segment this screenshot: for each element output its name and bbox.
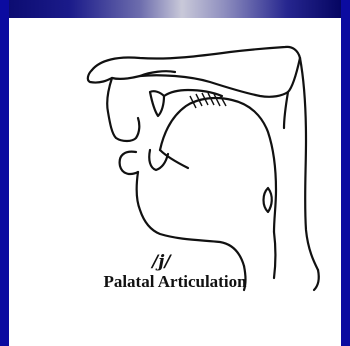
phoneme-label: /j/ (152, 252, 171, 272)
upper-teeth (150, 91, 164, 116)
nasal-cavity-outline (92, 47, 300, 70)
lower-teeth (149, 150, 168, 170)
lower-lip (120, 152, 138, 174)
alveolar-ridge (164, 90, 222, 96)
velum (284, 92, 288, 128)
upper-lip (107, 78, 139, 141)
pharynx-back-wall (300, 58, 318, 270)
tongue-tip (160, 150, 188, 168)
epiglottis (264, 188, 272, 212)
diagram-caption: Palatal Articulation (0, 272, 350, 292)
nose-outline (88, 70, 112, 83)
tongue (160, 98, 276, 232)
